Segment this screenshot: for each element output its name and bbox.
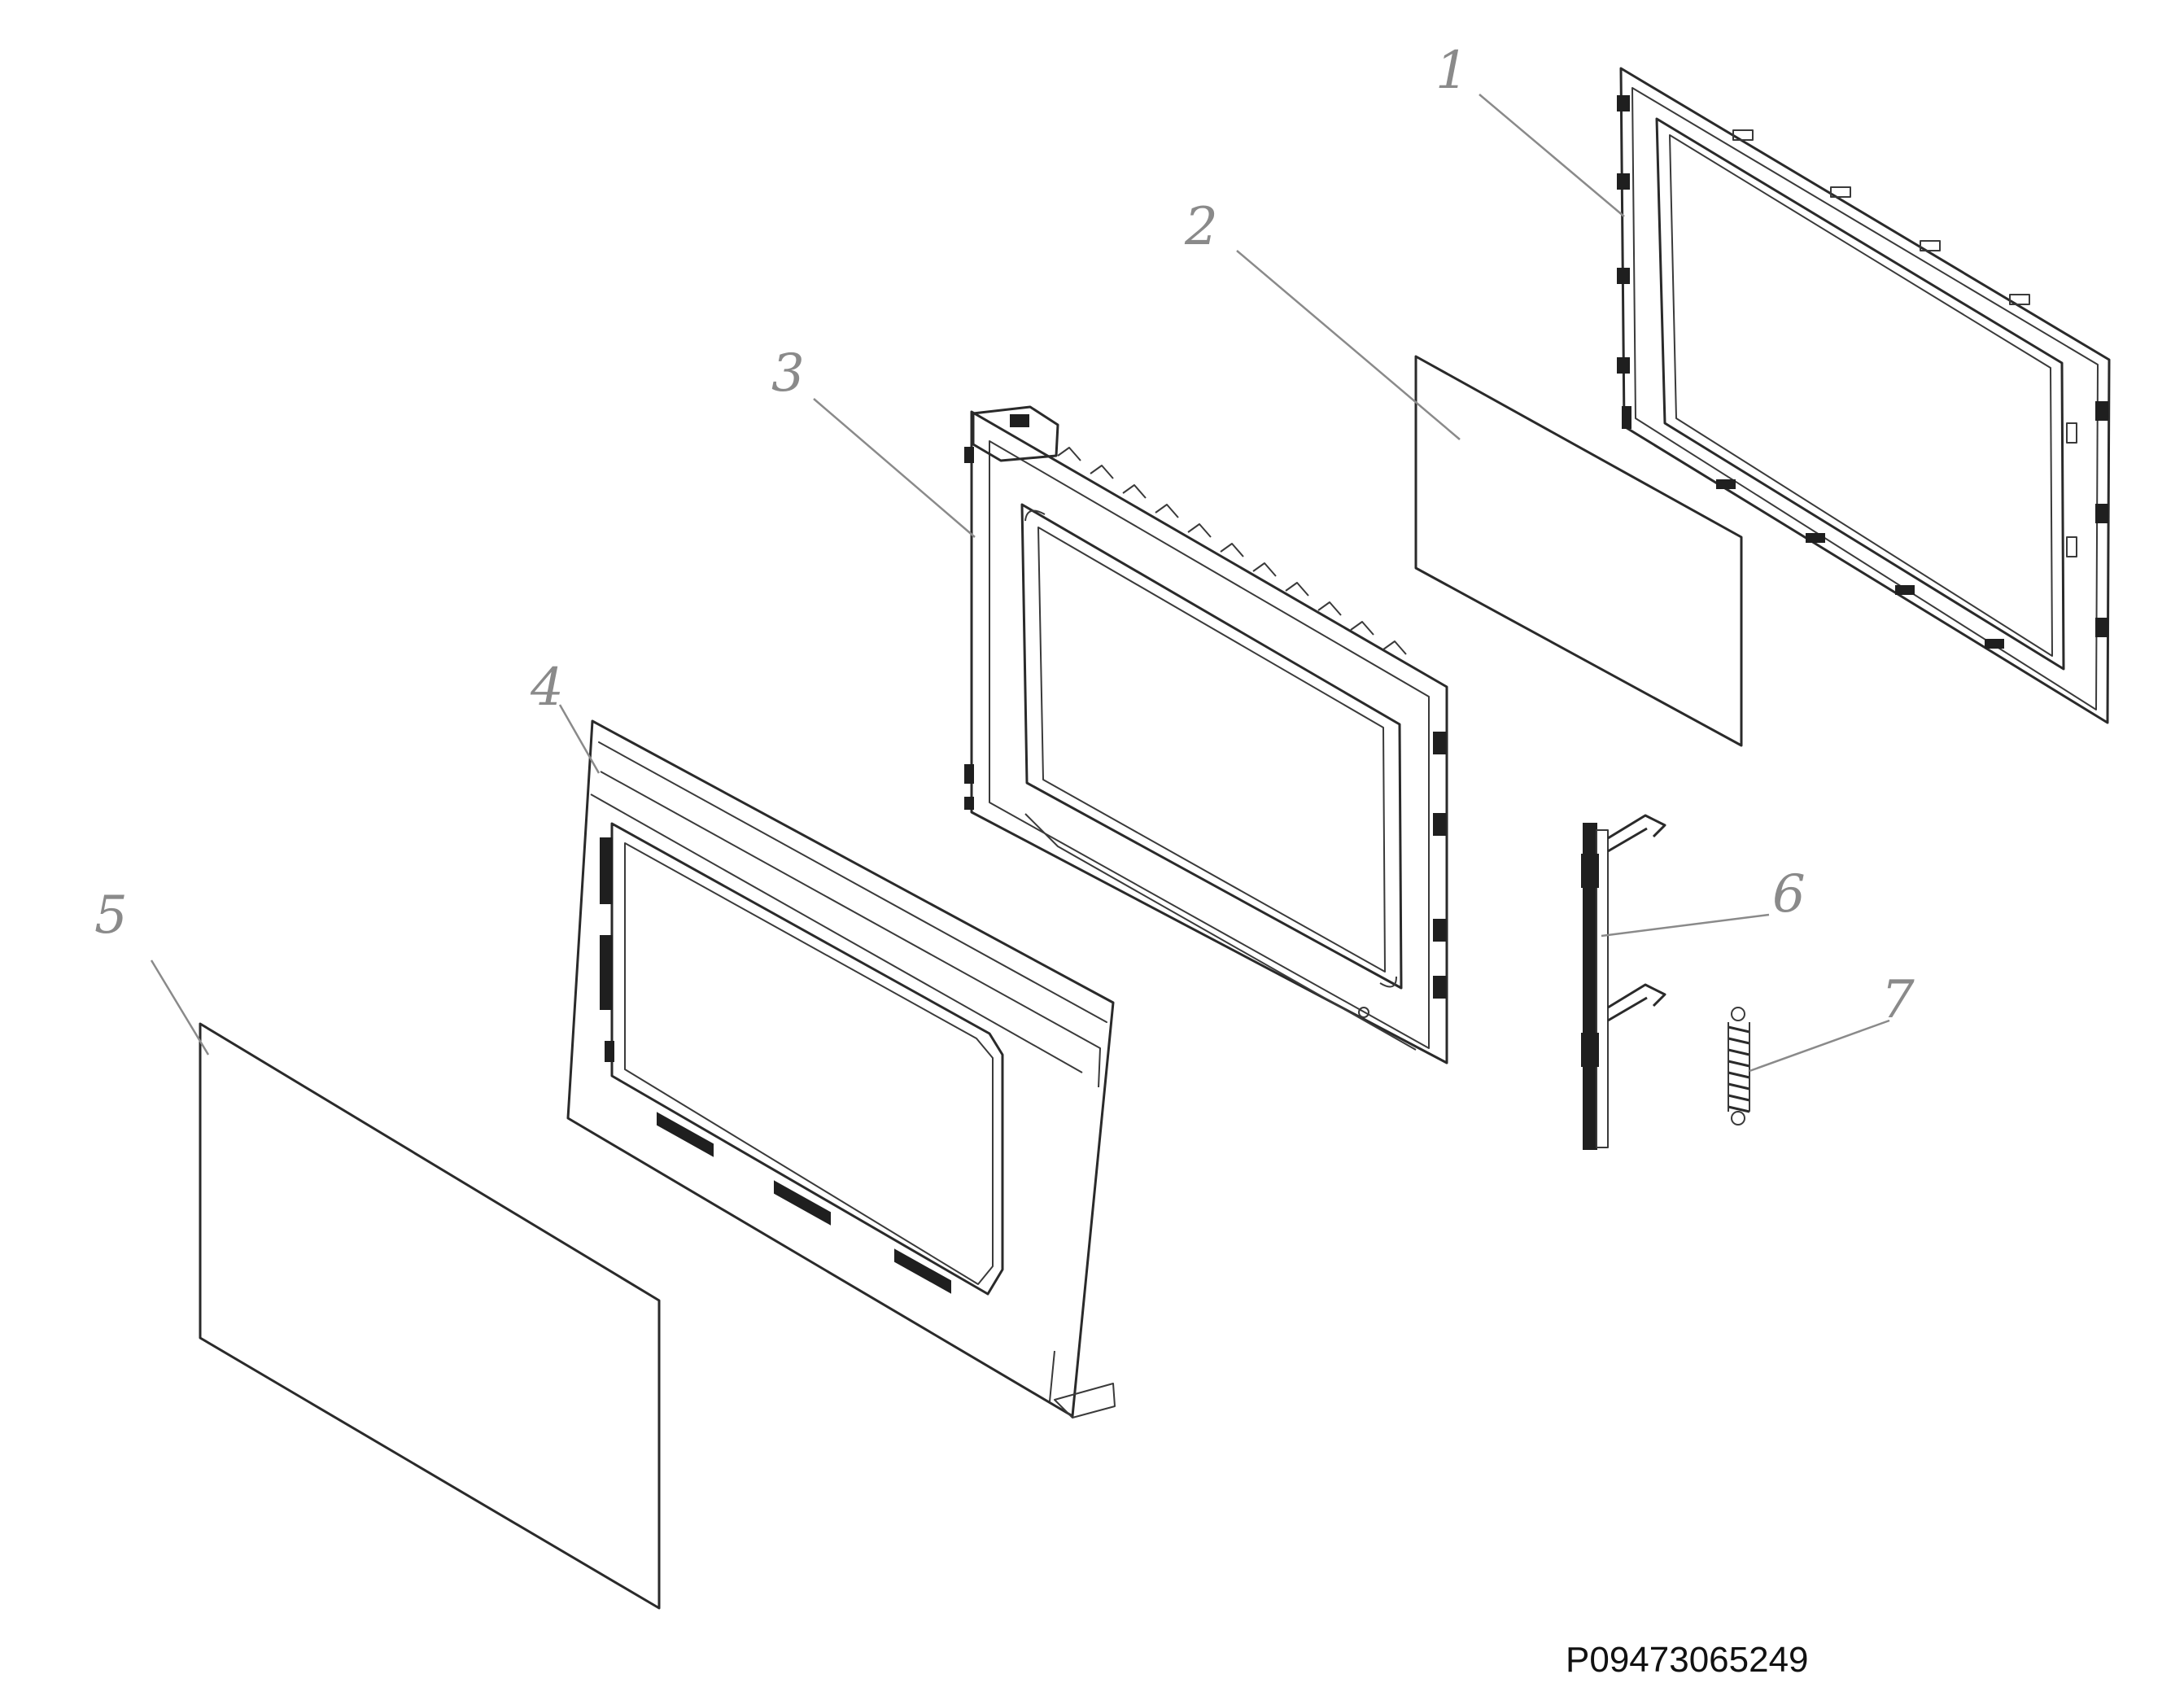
callout-3: 3 — [771, 343, 805, 404]
leader-7 — [1749, 1019, 1890, 1073]
leader-lines — [150, 94, 1890, 1073]
document-code: P09473065249 — [1566, 1640, 1809, 1680]
callout-6: 6 — [1772, 864, 1806, 924]
callout-2: 2 — [1184, 197, 1218, 257]
part-1-rear-frame — [1617, 67, 2111, 724]
part-5-outer-glass — [199, 1022, 661, 1610]
part-3-door-chassis — [964, 405, 1448, 1064]
callout-4: 4 — [530, 658, 564, 718]
leader-1 — [1479, 94, 1625, 217]
part-2-inner-panel — [1414, 355, 1743, 747]
part-6-latch-hook — [1581, 814, 1666, 1150]
part-4-outer-door-frame — [566, 719, 1116, 1418]
leader-2 — [1236, 250, 1461, 440]
leader-3 — [813, 398, 976, 538]
leader-6 — [1601, 913, 1770, 938]
part-7-spring — [1728, 1007, 1750, 1126]
leader-5 — [150, 959, 210, 1056]
leader-4 — [558, 704, 601, 774]
callouts: 1 2 3 4 5 6 7 — [94, 41, 1915, 1030]
callout-5: 5 — [94, 885, 128, 946]
callout-7: 7 — [1881, 970, 1915, 1030]
callout-1: 1 — [1435, 41, 1469, 101]
